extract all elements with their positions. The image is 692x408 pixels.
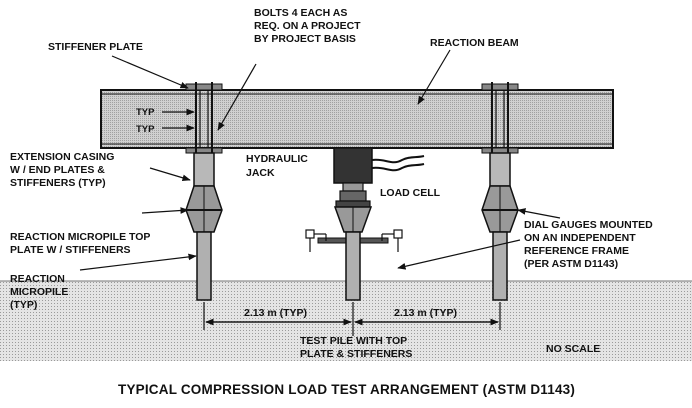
label-dial-gauges-line-2: ON AN INDEPENDENT xyxy=(524,232,636,244)
hydraulic-jack xyxy=(333,147,425,184)
reaction-beam xyxy=(100,89,614,149)
dial-gauges xyxy=(305,229,403,252)
label-extension-casing: EXTENSION CASING W / END PLATES & STIFFE… xyxy=(10,151,117,189)
label-dial-gauges-line-1: DIAL GAUGES MOUNTED xyxy=(524,219,653,231)
label-reaction-micropile-top-line-1: REACTION MICROPILE TOP xyxy=(10,231,150,243)
label-dial-gauges-line-3: REFERENCE FRAME xyxy=(524,245,629,257)
label-extension-casing-line-2: W / END PLATES & xyxy=(10,164,105,176)
label-dim-left: 2.13 m (TYP) xyxy=(244,307,307,319)
label-test-pile-line-1: TEST PILE WITH TOP xyxy=(300,335,407,347)
dimension-lines xyxy=(203,302,501,336)
load-cell xyxy=(335,182,371,208)
label-hydraulic-jack-line-2: JACK xyxy=(246,167,275,179)
label-reaction-micropile-top: REACTION MICROPILE TOP PLATE W / STIFFEN… xyxy=(10,231,153,256)
label-dial-gauges-line-4: (PER ASTM D1143) xyxy=(524,258,618,270)
label-load-cell: LOAD CELL xyxy=(380,187,441,199)
label-stiffener-plate: STIFFENER PLATE xyxy=(48,41,143,53)
label-hydraulic-jack-line-1: HYDRAULIC xyxy=(246,153,308,165)
leader-arrows xyxy=(79,49,561,271)
reaction-micropile-right xyxy=(481,152,519,301)
label-hydraulic-jack: HYDRAULIC JACK xyxy=(246,153,311,179)
label-reaction-micropile: REACTION MICROPILE (TYP) xyxy=(10,273,71,311)
label-reaction-micropile-line-3: (TYP) xyxy=(10,299,37,311)
stiffener-plates-left xyxy=(185,82,223,154)
label-extension-casing-line-1: EXTENSION CASING xyxy=(10,151,114,163)
label-reaction-micropile-top-line-2: PLATE W / STIFFENERS xyxy=(10,244,131,256)
label-bolts-line-3: BY PROJECT BASIS xyxy=(254,33,356,45)
label-bolts-line-2: REQ. ON A PROJECT xyxy=(254,20,361,32)
label-test-pile: TEST PILE WITH TOP PLATE & STIFFENERS xyxy=(300,335,412,360)
label-test-pile-line-2: PLATE & STIFFENERS xyxy=(300,348,412,360)
label-bolts: BOLTS 4 EACH AS REQ. ON A PROJECT BY PRO… xyxy=(254,7,364,45)
label-reaction-micropile-line-1: REACTION xyxy=(10,273,65,285)
label-dim-right: 2.13 m (TYP) xyxy=(394,307,457,319)
diagram-caption: TYPICAL COMPRESSION LOAD TEST ARRANGEMEN… xyxy=(118,382,575,397)
label-typ-1: TYP xyxy=(136,107,155,118)
test-pile xyxy=(317,206,389,301)
label-dial-gauges: DIAL GAUGES MOUNTED ON AN INDEPENDENT RE… xyxy=(524,219,656,270)
label-extension-casing-line-3: STIFFENERS (TYP) xyxy=(10,177,106,189)
label-typ-2: TYP xyxy=(136,124,155,135)
label-no-scale: NO SCALE xyxy=(546,343,600,355)
label-reaction-micropile-line-2: MICROPILE xyxy=(10,286,68,298)
label-reaction-beam: REACTION BEAM xyxy=(430,37,519,49)
label-bolts-line-1: BOLTS 4 EACH AS xyxy=(254,7,347,19)
reaction-micropile-left xyxy=(185,152,223,301)
